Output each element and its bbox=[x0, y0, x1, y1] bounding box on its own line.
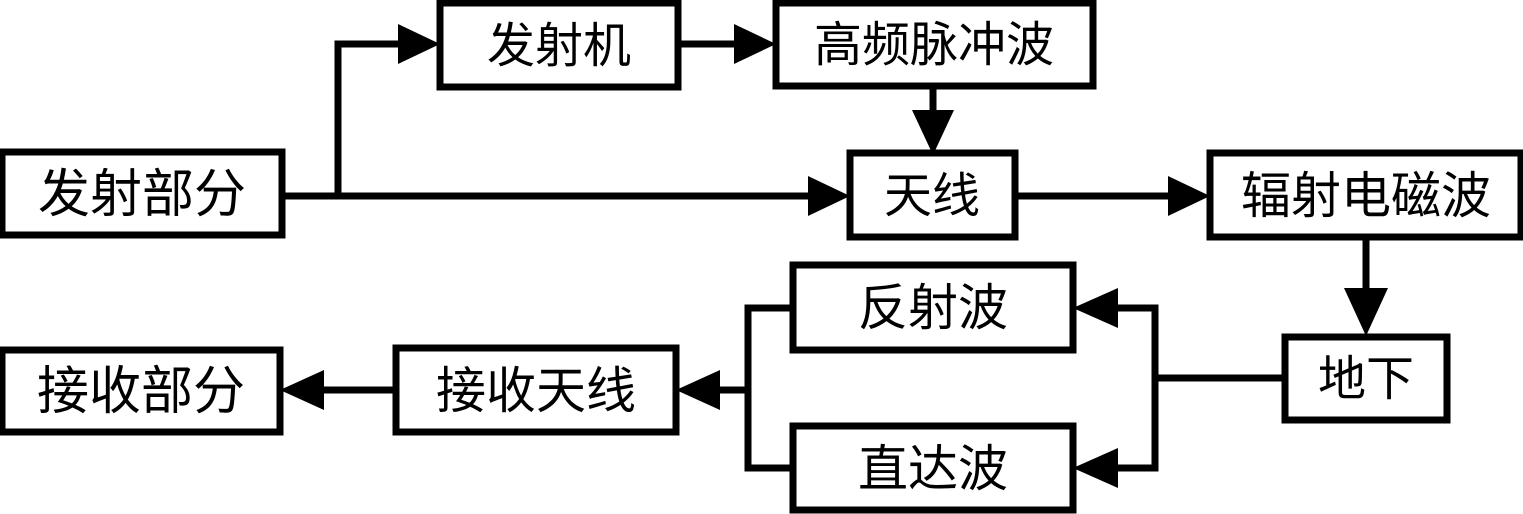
node-antenna-label: 天线 bbox=[884, 168, 980, 224]
node-receiving-antenna-box[interactable] bbox=[392, 344, 680, 436]
arrowhead-bus-to-reflected-wave bbox=[1073, 288, 1118, 328]
node-direct-wave-box[interactable] bbox=[789, 422, 1077, 514]
node-direct-wave[interactable]: 直达波 bbox=[789, 422, 1077, 514]
edge-bus-to-direct-wave bbox=[1115, 378, 1159, 472]
node-hf-pulse-wave[interactable]: 高频脉冲波 bbox=[772, 0, 1097, 90]
node-antenna[interactable]: 天线 bbox=[846, 149, 1019, 241]
node-underground-label: 地下 bbox=[1318, 351, 1414, 407]
node-underground-box[interactable] bbox=[1281, 333, 1451, 424]
node-transmitter[interactable]: 发射机 bbox=[436, 0, 682, 91]
node-transmit-part[interactable]: 发射部分 bbox=[0, 148, 286, 239]
edge-underground-to-wave-bus bbox=[1115, 304, 1285, 382]
node-transmit-part-label: 发射部分 bbox=[38, 165, 246, 225]
node-radiated-em-wave-label: 辐射电磁波 bbox=[1241, 167, 1491, 225]
arrowhead-hf-pulse-to-antenna bbox=[912, 110, 954, 155]
node-receive-part[interactable]: 接收部分 bbox=[0, 346, 284, 436]
arrowhead-radiated-em-to-underground bbox=[1344, 288, 1388, 336]
node-receiving-antenna[interactable]: 接收天线 bbox=[392, 344, 680, 436]
arrowhead-antenna-to-radiated-em bbox=[1168, 176, 1210, 216]
arrowhead-branch-to-transmitter bbox=[398, 24, 440, 64]
edge-branch-up-to-transmitter bbox=[334, 40, 418, 196]
node-direct-wave-label: 直达波 bbox=[858, 440, 1008, 498]
node-reflected-wave-label: 反射波 bbox=[858, 279, 1008, 337]
arrowhead-bus-to-direct-wave bbox=[1073, 448, 1118, 488]
node-reflected-wave-box[interactable] bbox=[789, 261, 1077, 354]
node-reflected-wave[interactable]: 反射波 bbox=[789, 261, 1077, 354]
arrowhead-transmit-part-to-antenna bbox=[808, 176, 850, 216]
arrowhead-receiving-antenna-to-receive-part bbox=[280, 370, 324, 410]
node-underground[interactable]: 地下 bbox=[1281, 333, 1451, 424]
arrowhead-transmitter-to-hf-pulse bbox=[734, 24, 776, 64]
node-hf-pulse-wave-box[interactable] bbox=[772, 0, 1097, 90]
node-receive-part-box[interactable] bbox=[0, 346, 284, 436]
edge-reflected-wave-to-merge-bus bbox=[744, 304, 793, 472]
node-receiving-antenna-label: 接收天线 bbox=[436, 362, 636, 420]
node-radiated-em-wave-box[interactable] bbox=[1206, 149, 1523, 241]
node-receive-part-label: 接收部分 bbox=[37, 362, 245, 422]
node-hf-pulse-wave-label: 高频脉冲波 bbox=[814, 17, 1054, 73]
edge-layer bbox=[280, 24, 1388, 488]
arrowhead-merge-to-receiving-antenna bbox=[676, 370, 720, 410]
node-radiated-em-wave[interactable]: 辐射电磁波 bbox=[1206, 149, 1523, 241]
node-transmit-part-box[interactable] bbox=[0, 148, 286, 239]
node-antenna-box[interactable] bbox=[846, 149, 1019, 241]
node-transmitter-label: 发射机 bbox=[487, 18, 631, 74]
node-transmitter-box[interactable] bbox=[436, 0, 682, 91]
